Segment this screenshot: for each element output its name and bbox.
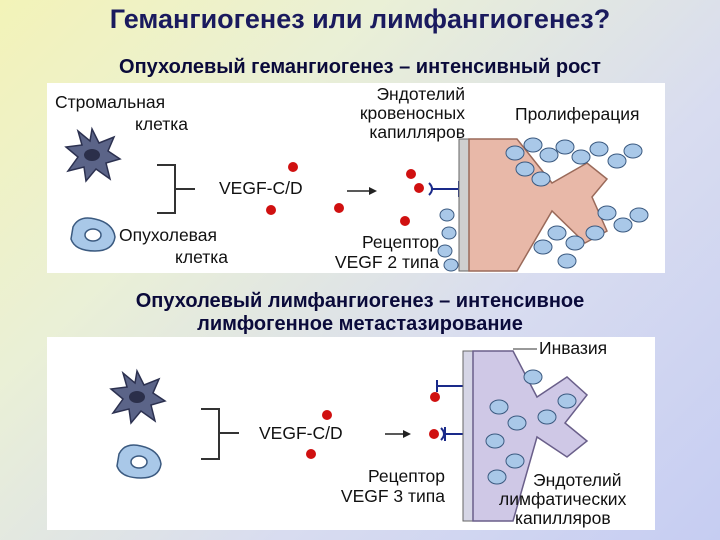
receptor-label-1: Рецептор: [368, 466, 445, 486]
hemangiogenesis-diagram: [64, 126, 649, 272]
stromal-cell-icon: [109, 368, 167, 425]
endothelium-label-2: кровеносных: [359, 103, 465, 123]
stromal-cell-icon: [64, 126, 122, 183]
bracket: [201, 408, 220, 460]
invading-cells: [485, 369, 577, 485]
endothelium-label-1: Эндотелий: [533, 470, 622, 490]
lymphangiogenesis-panel: Инвазия VEGF-C/D Рецептор VEGF 3 типа Эн…: [47, 337, 655, 530]
receptor-label-2: VEGF 3 типа: [340, 486, 445, 506]
receptor-label-2: VEGF 2 типа: [334, 252, 439, 272]
factor-label: VEGF-C/D: [219, 178, 303, 198]
hemangiogenesis-panel: Стромальная клетка Опухолевая клетка VEG…: [47, 83, 665, 273]
endothelium-label-2: лимфатических: [499, 489, 627, 509]
stromal-cell-label-2: клетка: [135, 114, 189, 134]
section2-heading-2: лимфогенное метастазирование: [197, 313, 523, 335]
receptor-icon: [436, 380, 463, 441]
endothelium-label-3: капилляров: [369, 122, 465, 142]
tumor-cell-label-2: клетка: [175, 247, 229, 267]
arrow-icon: [385, 430, 411, 438]
vessel-wall: [462, 350, 474, 522]
vegf-molecules: [266, 162, 424, 226]
stromal-cell-label-1: Стромальная: [55, 92, 166, 112]
endothelium-label-1: Эндотелий: [376, 84, 465, 104]
section1-heading: Опухолевый гемангиогенез – интенсивный р…: [119, 56, 601, 78]
tumor-cell-icon: [70, 217, 116, 252]
endothelium-label-3: капилляров: [515, 508, 611, 528]
section2-heading-1: Опухолевый лимфангиогенез – интенсивное: [135, 290, 585, 312]
receptor-label-1: Рецептор: [362, 232, 439, 252]
factor-label: VEGF-C/D: [259, 423, 343, 443]
invasion-label: Инвазия: [539, 338, 608, 358]
vessel-wall: [458, 138, 470, 272]
tumor-cell-label-1: Опухолевая: [119, 225, 217, 245]
arrow-icon: [347, 187, 377, 195]
proliferating-cells: [437, 137, 649, 272]
tumor-cell-icon: [116, 444, 162, 479]
bracket: [157, 164, 176, 214]
receptor-icon: [428, 181, 460, 197]
lymphangiogenesis-diagram: [109, 348, 589, 522]
vegf-molecules: [306, 392, 440, 459]
proliferation-label: Пролиферация: [515, 104, 640, 124]
page-title: Гемангиогенез или лимфангиогенез?: [109, 4, 611, 34]
